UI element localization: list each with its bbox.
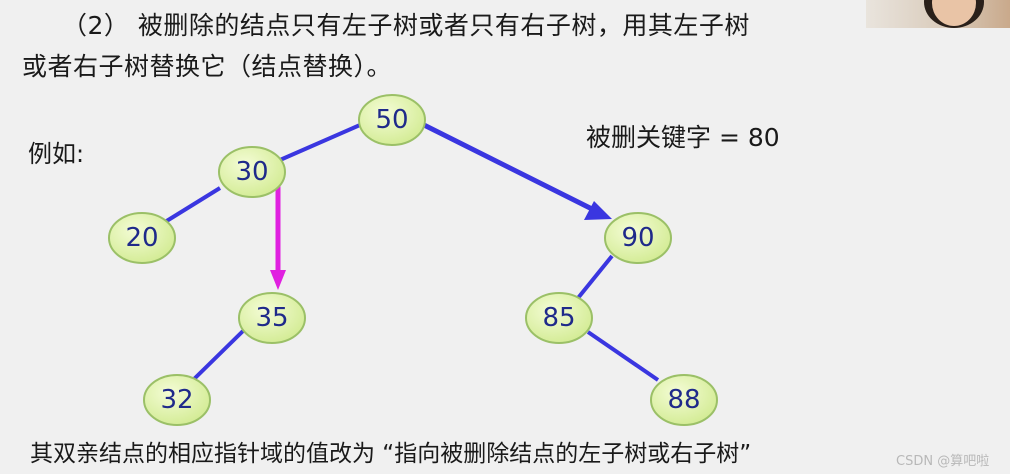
node-20: 20	[109, 213, 175, 263]
arrow-50-90-head	[584, 201, 612, 220]
edge-85-88	[588, 332, 658, 380]
caption-text: 其双亲结点的相应指针域的值改为 “指向被删除结点的左子树或右子树”	[30, 434, 751, 468]
node-50: 50	[359, 95, 425, 145]
node-32: 32	[144, 375, 210, 425]
node-30: 30	[219, 147, 285, 197]
node-90: 90	[605, 213, 671, 263]
arrow-30-35-head	[270, 270, 286, 290]
node-88-label: 88	[667, 385, 700, 415]
node-90-label: 90	[621, 223, 654, 253]
node-88: 88	[651, 375, 717, 425]
arrow-50-90-line	[420, 123, 594, 210]
edge-35-32	[192, 331, 243, 381]
node-32-label: 32	[160, 385, 193, 415]
watermark: CSDN @算吧啦	[896, 450, 989, 469]
node-35-label: 35	[255, 303, 288, 333]
node-35: 35	[239, 293, 305, 343]
node-30-label: 30	[235, 157, 268, 187]
node-50-label: 50	[375, 105, 408, 135]
node-85-label: 85	[542, 303, 575, 333]
edge-50-30	[280, 125, 360, 160]
edge-30-20	[165, 188, 220, 222]
edge-90-85	[578, 256, 612, 298]
node-20-label: 20	[125, 223, 158, 253]
webcam-overlay	[866, 0, 1010, 28]
node-85: 85	[526, 293, 592, 343]
